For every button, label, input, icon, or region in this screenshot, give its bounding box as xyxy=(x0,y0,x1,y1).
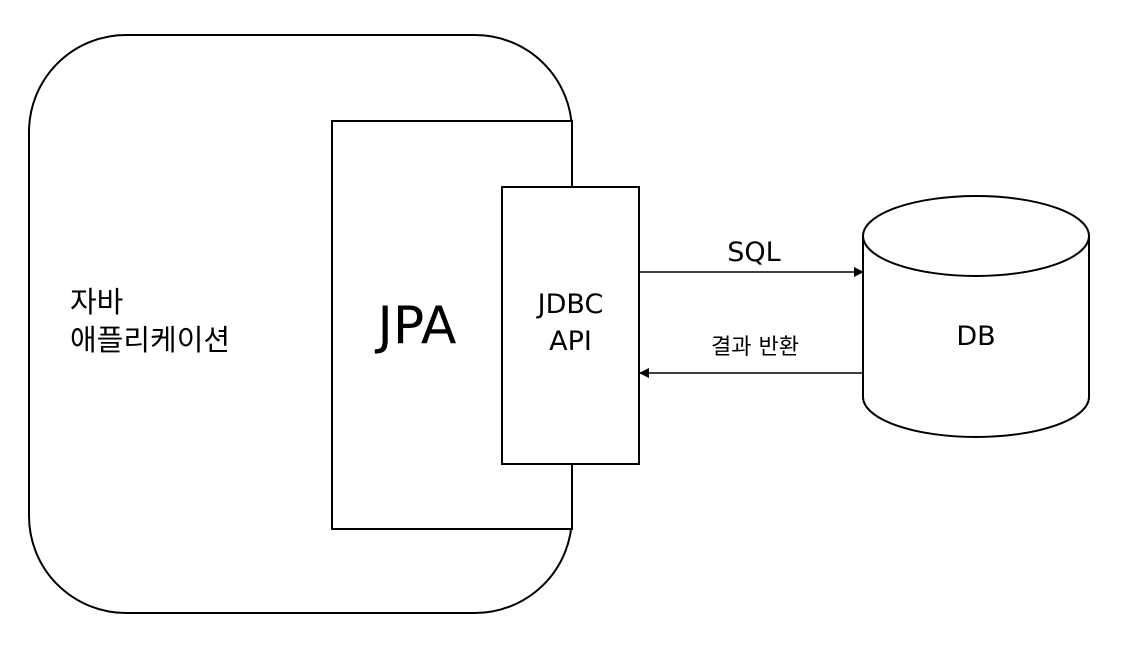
jdbc-api-label-line2: API xyxy=(549,326,592,357)
db-label: DB xyxy=(956,321,996,352)
java-application-label-line2: 애플리케이션 xyxy=(70,323,231,357)
db-cylinder xyxy=(862,195,1090,438)
jdbc-api-box xyxy=(501,186,640,465)
result-arrow-label: 결과 반환 xyxy=(711,335,799,360)
jdbc-api-label-line1: JDBC xyxy=(537,289,604,320)
jpa-label: JPA xyxy=(377,296,457,356)
java-application-label-line1: 자바 xyxy=(70,285,124,319)
java-application-label: 자바 애플리케이션 xyxy=(70,283,230,359)
sql-arrow-label: SQL xyxy=(727,237,781,268)
jdbc-api-label: JDBC API xyxy=(502,286,639,360)
